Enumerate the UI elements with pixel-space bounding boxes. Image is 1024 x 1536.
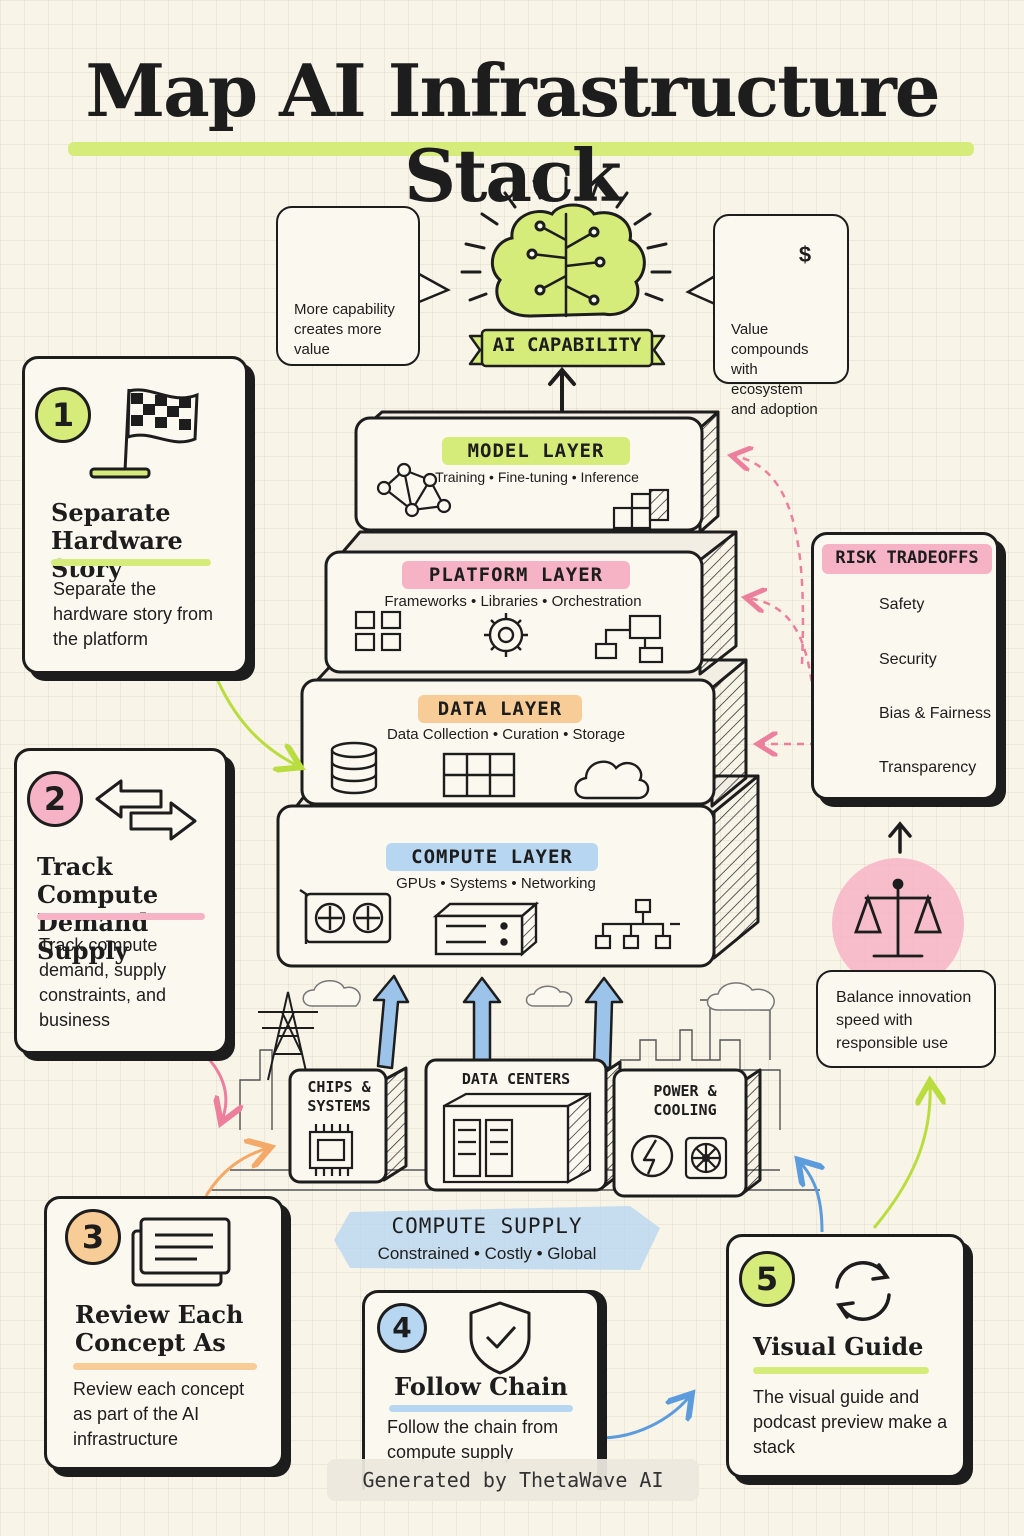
step-4-title: Follow Chain [394, 1372, 568, 1401]
step-4-text: Follow the chain from compute supply [387, 1417, 559, 1462]
data-layer-label: DATA LAYER [418, 695, 582, 723]
step-5-title: Visual Guide [753, 1332, 924, 1361]
clouds [302, 980, 775, 1011]
chips-box [288, 1066, 408, 1184]
brain-icon [460, 176, 672, 318]
step-4-underline [389, 1405, 573, 1412]
step-5-text: The visual guide and podcast preview mak… [753, 1387, 948, 1457]
compute-supply-brush [334, 1206, 660, 1270]
data-centers-label: DATA CENTERS [461, 1070, 571, 1088]
risk-item-transparency: Transparency [879, 759, 977, 776]
step-1-underline [51, 559, 211, 566]
cloud-storage-icon [574, 760, 650, 800]
step-3-text: Review each concept as part of the AI in… [73, 1379, 245, 1449]
step-card-4: 4 Follow Chain Follow the chain from com… [362, 1290, 600, 1490]
generated-by-badge: Generated by ThetaWave AI [327, 1459, 699, 1501]
title-underline [68, 142, 974, 156]
arrow-step3 [204, 1148, 268, 1197]
arrow-step5-left [800, 1162, 822, 1233]
step-1-title: Separate Hardware Story [51, 498, 183, 583]
risk-up-arrow [888, 821, 912, 854]
refresh-cycle-icon [835, 1261, 891, 1321]
scales-icon [854, 878, 942, 958]
database-icon [330, 741, 378, 795]
step-card-3: 3 Review Each Concept As Review each con… [44, 1196, 284, 1470]
orchestration-icon [594, 614, 664, 664]
dollar-sign-icon: $ [798, 242, 812, 267]
platform-layer-sub: Frameworks • Libraries • Orchestration [384, 593, 642, 610]
checkered-flag-icon [89, 388, 199, 479]
data-layer-sub: Data Collection • Curation • Storage [386, 726, 626, 743]
cpu-chip-icon [308, 1124, 354, 1176]
step-2-text: Track compute demand, supply constraints… [39, 935, 167, 1030]
risk-item-security: Security [879, 651, 937, 668]
up-arrow [548, 366, 576, 412]
supply-arrows [372, 974, 624, 1070]
compute-layer-label: COMPUTE LAYER [386, 843, 598, 871]
cubes-icon [612, 488, 670, 530]
step-2-number: 2 [27, 771, 83, 827]
server-icon [432, 901, 540, 957]
risk-item-bias: Bias & Fairness [879, 705, 992, 722]
left-bubble-tail [418, 272, 451, 304]
platform-layer-label: PLATFORM LAYER [402, 561, 630, 589]
step-3-underline [73, 1363, 257, 1370]
arrow-step4 [599, 1396, 690, 1440]
power-cooling-label: POWER & COOLING [653, 1082, 717, 1119]
ai-capability-label: AI CAPABILITY [492, 334, 642, 356]
arrow-step5-right [872, 1084, 930, 1229]
compute-layer-sub: GPUs • Systems • Networking [396, 875, 596, 892]
capability-value-text: More capability creates more value [294, 301, 395, 358]
step-card-5: 5 Visual Guide The visual guide and podc… [726, 1234, 966, 1478]
step-card-1: 1 Separate Hardware Story Separate the h… [22, 356, 248, 674]
network-icon [594, 898, 680, 950]
ecosystem-value-text: Value compounds with ecosystem and adopt… [731, 321, 818, 418]
risk-tradeoffs-panel [811, 532, 999, 800]
step-5-underline [753, 1367, 929, 1374]
datacenter-building-icon [442, 1092, 592, 1184]
step-3-title: Review Each Concept As [75, 1300, 244, 1357]
step-2-underline [37, 913, 205, 920]
neural-network-icon [376, 462, 452, 518]
risk-item-safety: Safety [879, 596, 925, 613]
modules-icon [354, 610, 402, 652]
lightning-bolt-icon [630, 1134, 674, 1178]
model-layer-sub: Training • Fine-tuning • Inference [435, 469, 639, 485]
page-title: Map AI Infrastructure Stack [85, 48, 940, 218]
ecosystem-value-bubble: Value compounds with ecosystem and adopt… [713, 214, 849, 418]
fan-icon [684, 1136, 728, 1180]
balance-text: Balance innovation speed with responsibl… [836, 989, 972, 1052]
step-3-number: 3 [65, 1209, 121, 1265]
swap-arrows-icon [95, 779, 197, 841]
shield-check-icon [469, 1301, 531, 1375]
step-card-2: 2 Track Compute Demand Supply Track comp… [14, 748, 228, 1054]
document-icon [131, 1217, 231, 1287]
gear-icon [484, 613, 528, 657]
step-5-number: 5 [739, 1251, 795, 1307]
gpu-icon [299, 889, 392, 944]
risk-dashed-connectors [734, 456, 830, 744]
arrow-step1 [212, 671, 298, 766]
table-icon [442, 752, 516, 798]
step-1-number: 1 [35, 387, 91, 443]
risk-title-highlight [822, 544, 992, 574]
risk-title: RISK TRADEOFFS [835, 548, 979, 568]
ai-capability-ribbon [468, 328, 666, 368]
transmission-tower-icon [258, 991, 318, 1081]
step-1-text: Separate the hardware story from the pla… [53, 579, 214, 649]
compute-supply-sub: Constrained • Costly • Global [377, 1244, 597, 1263]
right-bubble-tail [685, 274, 716, 306]
compute-supply-label: COMPUTE SUPPLY [391, 1214, 583, 1238]
step-4-number: 4 [377, 1303, 427, 1353]
arrow-step2 [198, 1048, 226, 1120]
balance-box: Balance innovation speed with responsibl… [816, 970, 996, 1068]
capability-value-bubble: More capability creates more value [276, 206, 420, 366]
chips-systems-label: CHIPS & SYSTEMS [307, 1078, 371, 1115]
model-layer-label: MODEL LAYER [442, 437, 630, 465]
